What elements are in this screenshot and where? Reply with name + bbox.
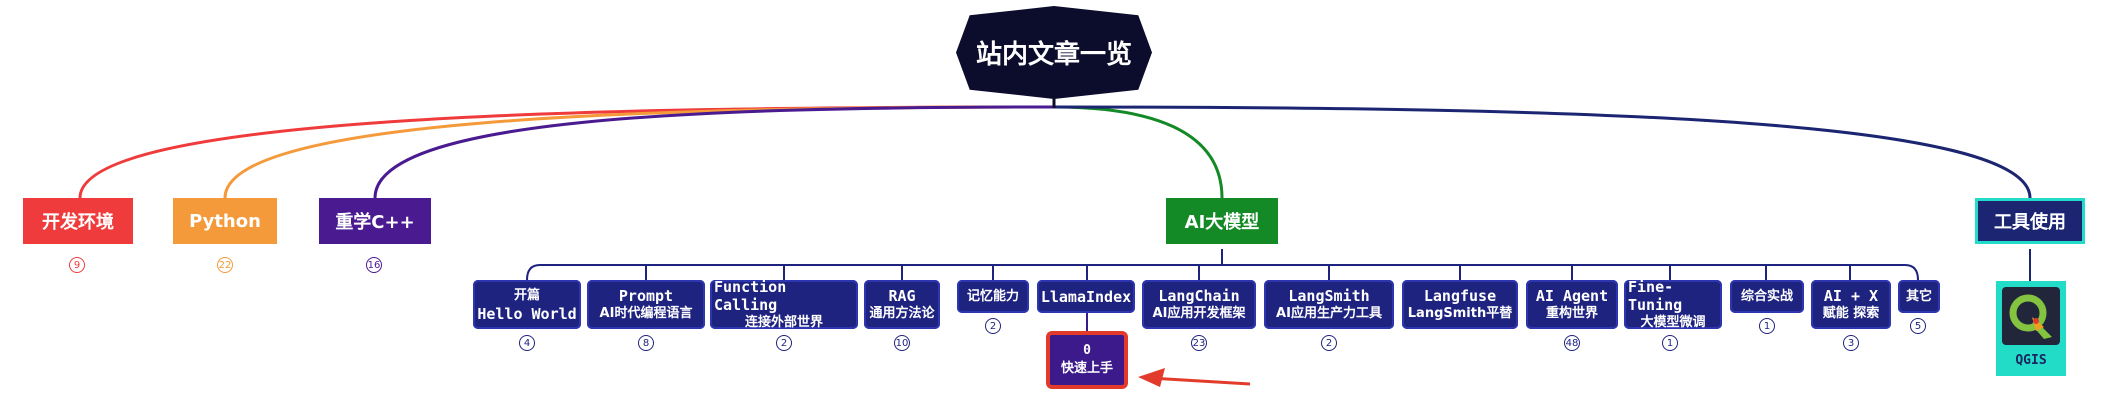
count-badge: 23	[1191, 335, 1207, 351]
ai-child-prompt[interactable]: Prompt AI时代编程语言	[587, 280, 705, 329]
connector-dev	[78, 105, 1055, 199]
ai-child-agent[interactable]: AI Agent 重构世界	[1526, 280, 1618, 329]
count-badge: 2	[985, 318, 1001, 334]
category-dev[interactable]: 开发环境	[23, 198, 139, 250]
category-python[interactable]: Python	[173, 198, 283, 250]
qgis-logo-icon	[2002, 287, 2060, 345]
llamaindex-quickstart-node[interactable]: 0 快速上手	[1046, 331, 1128, 389]
count-badge: 3	[1843, 335, 1859, 351]
ai-child-function-calling[interactable]: Function Calling 连接外部世界	[710, 278, 858, 330]
ai-child-fine-tuning[interactable]: Fine-Tuning 大模型微调	[1624, 278, 1722, 330]
ai-child-rag[interactable]: RAG 通用方法论	[864, 280, 940, 329]
count-badge: 48	[1564, 335, 1580, 351]
category-cpp[interactable]: 重学C++	[319, 198, 437, 250]
connector-tools	[1053, 105, 2032, 199]
count-badge: 9	[69, 257, 85, 273]
category-tools[interactable]: 工具使用	[1975, 198, 2088, 247]
category-ai[interactable]: AI大模型	[1166, 198, 1284, 250]
ai-child-langsmith[interactable]: LangSmith AI应用生产力工具	[1264, 280, 1394, 329]
count-badge: 2	[1321, 335, 1337, 351]
ai-child-practice[interactable]: 综合实战	[1730, 280, 1804, 313]
qgis-node[interactable]: QGIS	[1996, 281, 2066, 376]
red-arrow-icon	[1138, 368, 1251, 387]
root-label: 站内文章一览	[975, 40, 1132, 70]
count-badge: 1	[1759, 318, 1775, 334]
count-badge: 10	[894, 335, 910, 351]
count-badge: 2	[776, 335, 792, 351]
connector-cpp	[373, 105, 1055, 199]
category-label: 重学C++	[335, 212, 415, 233]
count-badge: 4	[519, 335, 535, 351]
ai-child-langchain[interactable]: LangChain AI应用开发框架	[1142, 280, 1256, 329]
ai-child-langfuse[interactable]: Langfuse LangSmith平替	[1402, 280, 1518, 329]
count-badge: 5	[1910, 318, 1926, 334]
category-label: 工具使用	[1994, 212, 2066, 233]
ai-bus	[526, 264, 1919, 281]
count-badge: 16	[366, 257, 382, 273]
count-badge: 1	[1662, 335, 1678, 351]
ai-branch-ticks	[645, 265, 1851, 280]
root-node[interactable]: 站内文章一览	[956, 6, 1152, 99]
ai-child-other[interactable]: 其它	[1898, 280, 1940, 313]
ai-child-llamaindex[interactable]: LlamaIndex	[1037, 280, 1135, 313]
ai-child-memory[interactable]: 记忆能力	[957, 280, 1029, 313]
category-label: AI大模型	[1184, 212, 1260, 233]
ai-child-ai-x[interactable]: AI + X 赋能 探索	[1811, 280, 1891, 329]
category-label: Python	[189, 210, 261, 232]
qgis-label: QGIS	[2015, 353, 2047, 368]
count-badge: 22	[217, 257, 233, 273]
ai-child-intro[interactable]: 开篇 Hello World	[473, 280, 581, 329]
connector-python	[223, 105, 1055, 199]
category-label: 开发环境	[42, 212, 114, 233]
connector-ai	[1053, 105, 1224, 199]
count-badge: 8	[638, 335, 654, 351]
